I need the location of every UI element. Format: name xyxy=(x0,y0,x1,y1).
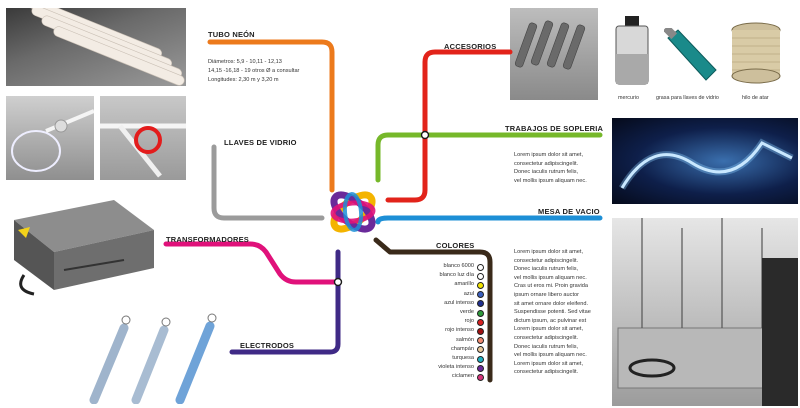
color-swatch xyxy=(477,309,484,317)
electrodos-title: ELECTRODOS xyxy=(240,341,295,350)
colores-title: COLORES xyxy=(436,241,475,250)
color-item: azul intenso xyxy=(400,299,486,308)
line-sopleria xyxy=(375,132,603,183)
line-transformadores xyxy=(163,241,341,285)
central-logo xyxy=(330,191,376,233)
hilo-caption: hilo de atar xyxy=(742,95,769,101)
line-electrodos xyxy=(229,249,341,355)
color-swatch xyxy=(477,327,484,335)
color-name: azul xyxy=(463,290,474,297)
line-colores xyxy=(373,237,493,383)
color-name: blanco luz día xyxy=(439,272,474,279)
grasa-caption: grasa para llaves de vidrio xyxy=(656,95,719,101)
tubo-neon-photo xyxy=(6,8,186,86)
color-swatch xyxy=(477,318,484,326)
hilo-photo xyxy=(730,22,782,84)
sopleria-text-line: consectetur adipiscingelit. xyxy=(514,160,579,167)
colores-text-line: consectetur adipiscingelit. xyxy=(514,334,579,341)
color-name: blanco 6000 xyxy=(443,263,474,269)
color-item: turquesa xyxy=(400,354,486,363)
electrodos-photo xyxy=(84,308,232,404)
colores-text-line: vel mollis ipsum aliquam nec. xyxy=(514,352,587,359)
color-swatch xyxy=(477,346,484,354)
color-item: blanco luz día xyxy=(400,271,486,280)
line-tubo-neon xyxy=(207,39,335,193)
colores-text-line: Lorem ipsum dolor sit amet, xyxy=(514,249,584,255)
accesorios-photo xyxy=(510,8,598,100)
color-name: amarillo xyxy=(454,281,474,288)
color-name: violeta intenso xyxy=(438,364,474,371)
mercurio-photo xyxy=(612,14,652,86)
colores-text-line: dictum ipsum, ac pulvinar est xyxy=(514,317,587,324)
transformador-photo xyxy=(4,190,156,298)
color-swatch xyxy=(477,272,484,280)
colores-text-line: Donec iaculis rutrum felis, xyxy=(514,266,579,273)
sopleria-text-line: vel mollis ipsum aliquam nec. xyxy=(514,177,587,184)
llave-clip-photo xyxy=(100,96,186,180)
mesa-title: MESA DE VACIO xyxy=(538,207,600,216)
station-transformadores xyxy=(333,277,343,287)
colores-text-line: Cras ut eros mi. Proin gravida xyxy=(514,283,588,290)
color-swatch xyxy=(477,337,484,345)
color-item: salmón xyxy=(400,336,486,345)
colores-text-line: consectetur adipiscingelit. xyxy=(514,257,579,264)
color-swatch xyxy=(477,373,484,381)
colores-text-line: Lorem ipsum dolor sit amet, xyxy=(514,326,584,333)
sopleria-text-line: Lorem ipsum dolor sit amet, xyxy=(514,152,584,158)
colores-text-line: vel mollis ipsum aliquam nec. xyxy=(514,274,587,281)
line-llaves xyxy=(211,144,325,221)
colores-text-line: consectetur adipiscingelit. xyxy=(514,369,579,376)
grasa-photo xyxy=(664,28,718,84)
color-name: rojo intenso xyxy=(445,327,474,334)
color-item: rojo intenso xyxy=(400,326,486,335)
color-name: salmón xyxy=(455,336,474,343)
tubo-neon-line3: Longitudes: 2,30 m y 3,20 m xyxy=(208,77,279,83)
color-item: amarillo xyxy=(400,280,486,289)
transformadores-title: TRANSFORMADORES xyxy=(166,235,249,244)
color-swatch xyxy=(477,355,484,363)
color-swatch xyxy=(477,300,484,308)
tubo-neon-line1: Diámetros: 5,9 - 10,11 - 12,13 xyxy=(208,59,282,65)
colores-text-line: sit amet ornare dolor eleifend. xyxy=(514,300,589,307)
color-name: ciclamen xyxy=(451,373,474,380)
llave-vidrio-photo xyxy=(6,96,94,180)
colores-text-line: Donec iaculis rutrum felis, xyxy=(514,343,579,350)
sopleria-title: TRABAJOS DE SOPLERIA xyxy=(505,124,604,133)
color-item: blanco 6000 xyxy=(400,262,486,271)
color-swatch xyxy=(477,263,484,271)
color-item: verde xyxy=(400,308,486,317)
colores-text: Lorem ipsum dolor sit amet, consectetur … xyxy=(514,248,602,377)
color-name: rojo xyxy=(464,318,474,325)
color-name: champán xyxy=(450,345,474,352)
color-item: champán xyxy=(400,345,486,354)
accesorios-title: ACCESORIOS xyxy=(444,42,497,51)
sopleria-text-line: Donec iaculis rutrum felis, xyxy=(514,169,579,176)
tubo-neon-line2: 14,15 -16,18 - 19 otros Ø a consultar xyxy=(208,68,300,74)
color-name: azul intenso xyxy=(444,299,474,306)
color-swatch xyxy=(477,364,484,372)
color-name: turquesa xyxy=(452,355,474,361)
colores-text-line: Lorem ipsum dolor sit amet, xyxy=(514,360,584,367)
colores-text-line: Suspendisse potenti. Sed vitae xyxy=(514,309,591,316)
mercurio-caption: mercurio xyxy=(618,95,639,101)
sopleria-text: Lorem ipsum dolor sit amet, consectetur … xyxy=(514,151,602,185)
color-name: verde xyxy=(460,309,474,315)
line-mesa xyxy=(375,215,603,225)
line-accesorios xyxy=(385,49,513,203)
colores-text-line: ipsum ornare libero auctor xyxy=(514,291,579,298)
color-item: ciclamen xyxy=(400,372,486,381)
mesa-vacio-photo xyxy=(612,218,798,406)
color-item: rojo xyxy=(400,317,486,326)
color-swatch xyxy=(477,281,484,289)
color-item: azul xyxy=(400,290,486,299)
station-sopleria xyxy=(420,130,430,140)
llaves-title: LLAVES DE VIDRIO xyxy=(224,138,297,147)
tubo-neon-title: TUBO NEÓN xyxy=(208,30,255,39)
sopleria-photo xyxy=(612,118,798,204)
color-item: violeta intenso xyxy=(400,363,486,372)
color-swatch xyxy=(477,291,484,299)
